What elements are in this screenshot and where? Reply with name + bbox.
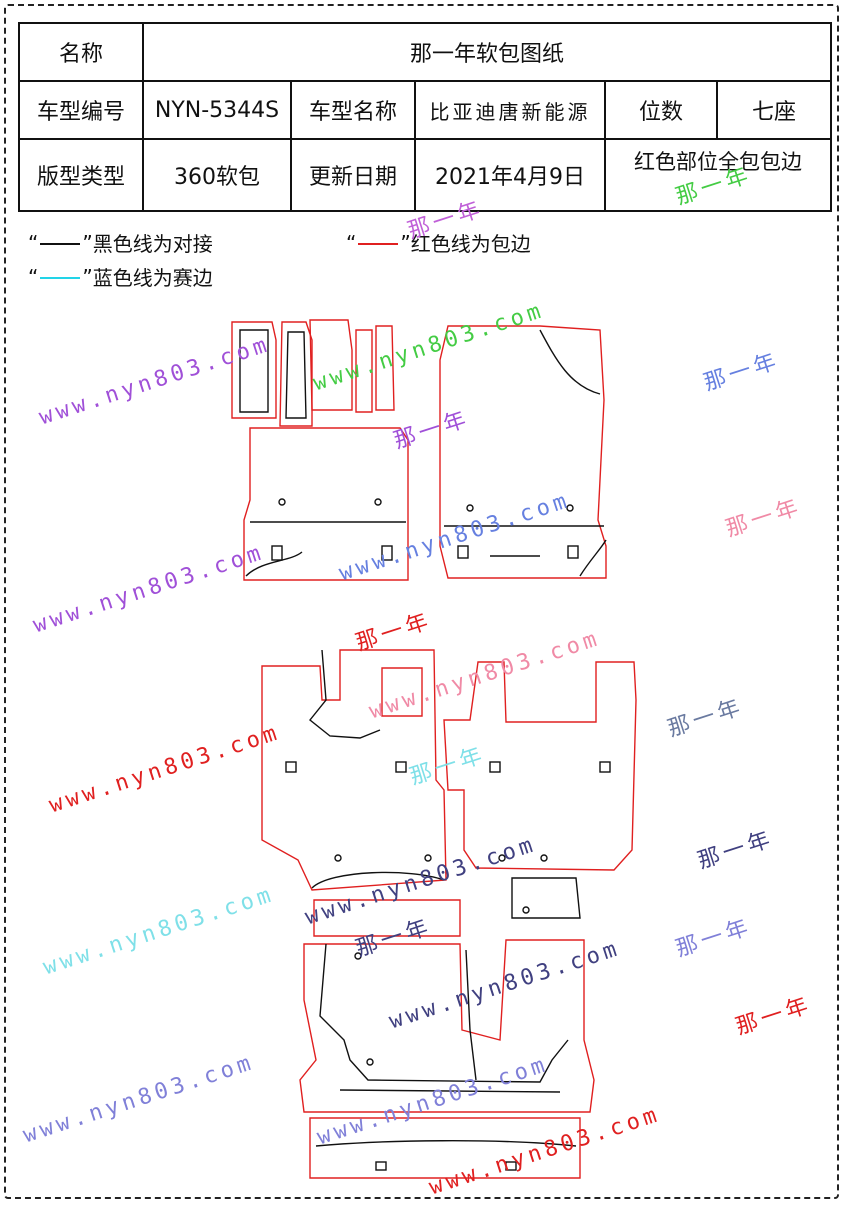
pattern-piece-middle-row (261, 649, 637, 937)
legend-close-quote: ” (400, 230, 411, 255)
sheet-title: 那一年软包图纸 (142, 22, 832, 82)
seats-value: 七座 (716, 80, 832, 140)
model-name-value: 比亚迪唐新能源 (414, 80, 606, 140)
pattern-piece-third-row (299, 939, 595, 1179)
model-no-value: NYN-5344S (142, 80, 292, 140)
legend-open-quote: “ (28, 230, 39, 255)
table-row: 版型类型 360软包 更新日期 2021年4月9日 红色部位全包包边 (18, 138, 832, 212)
type-value: 360软包 (142, 138, 292, 212)
type-label: 版型类型 (18, 138, 144, 212)
legend-blue: “ ” 蓝色线为赛边 (28, 262, 213, 291)
legend-red: “ ” 红色线为包边 (346, 228, 531, 257)
date-label: 更新日期 (290, 138, 416, 212)
legend-close-quote: ” (82, 230, 93, 255)
legend-blue-text: 蓝色线为赛边 (92, 266, 213, 290)
legend-black-text: 黑色线为对接 (92, 232, 213, 256)
legend-close-quote: ” (82, 264, 93, 289)
note-value: 红色部位全包包边 (604, 138, 832, 212)
legend-open-quote: “ (28, 264, 39, 289)
table-row: 车型编号 NYN-5344S 车型名称 比亚迪唐新能源 位数 七座 (18, 80, 832, 140)
model-no-label: 车型编号 (18, 80, 144, 140)
seats-label: 位数 (604, 80, 718, 140)
pattern-piece-front-right (439, 325, 607, 579)
legend-black: “ ” 黑色线为对接 (28, 228, 213, 257)
pattern-piece-front-left (231, 319, 409, 581)
spec-table: 名称 那一年软包图纸 车型编号 NYN-5344S 车型名称 比亚迪唐新能源 位… (18, 22, 832, 212)
dashed-page-border (4, 4, 839, 1199)
name-label: 名称 (18, 22, 144, 82)
legend-open-quote: “ (346, 230, 357, 255)
table-row: 名称 那一年软包图纸 (18, 22, 832, 82)
legend-red-text: 红色线为包边 (410, 232, 531, 256)
black-line-swatch (40, 242, 81, 245)
blue-line-swatch (40, 276, 81, 279)
red-line-swatch (358, 242, 399, 245)
date-value: 2021年4月9日 (414, 138, 606, 212)
model-name-label: 车型名称 (290, 80, 416, 140)
